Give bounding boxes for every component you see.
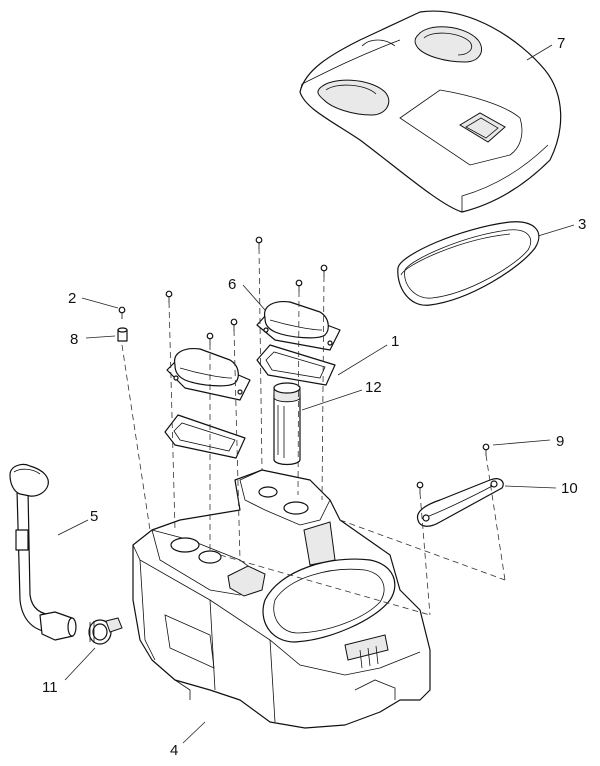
callout-12: 12 bbox=[365, 379, 382, 396]
part-4-base-housing bbox=[132, 469, 431, 729]
part-1-gasket-right bbox=[256, 344, 336, 386]
part-7-top-cover bbox=[299, 10, 562, 213]
part-6-valve-cap-left bbox=[166, 347, 251, 401]
leader-lines bbox=[57, 44, 575, 744]
part-1-gasket-left bbox=[164, 414, 246, 459]
screws bbox=[118, 236, 490, 494]
callout-labels: 7 3 2 8 6 1 12 9 10 5 11 4 bbox=[42, 35, 586, 759]
callout-8: 8 bbox=[70, 331, 78, 348]
callout-4: 4 bbox=[170, 742, 178, 759]
callout-6: 6 bbox=[228, 276, 236, 293]
callout-10: 10 bbox=[561, 480, 578, 497]
callout-3: 3 bbox=[578, 216, 586, 233]
callout-5: 5 bbox=[90, 508, 98, 525]
part-12-filter bbox=[273, 382, 301, 466]
callout-9: 9 bbox=[556, 433, 564, 450]
part-5-intake-tube bbox=[9, 463, 77, 641]
callout-7: 7 bbox=[557, 35, 565, 52]
part-3-gasket bbox=[397, 221, 540, 306]
part-11-hose-clamp bbox=[88, 617, 123, 645]
part-6-valve-cap-right bbox=[256, 300, 341, 351]
callout-2: 2 bbox=[68, 290, 76, 307]
callout-1: 1 bbox=[391, 333, 399, 350]
part-8-spacer bbox=[117, 327, 128, 342]
part-10-handle bbox=[416, 478, 504, 527]
assembly-lines bbox=[121, 247, 506, 616]
callout-11: 11 bbox=[42, 679, 58, 696]
